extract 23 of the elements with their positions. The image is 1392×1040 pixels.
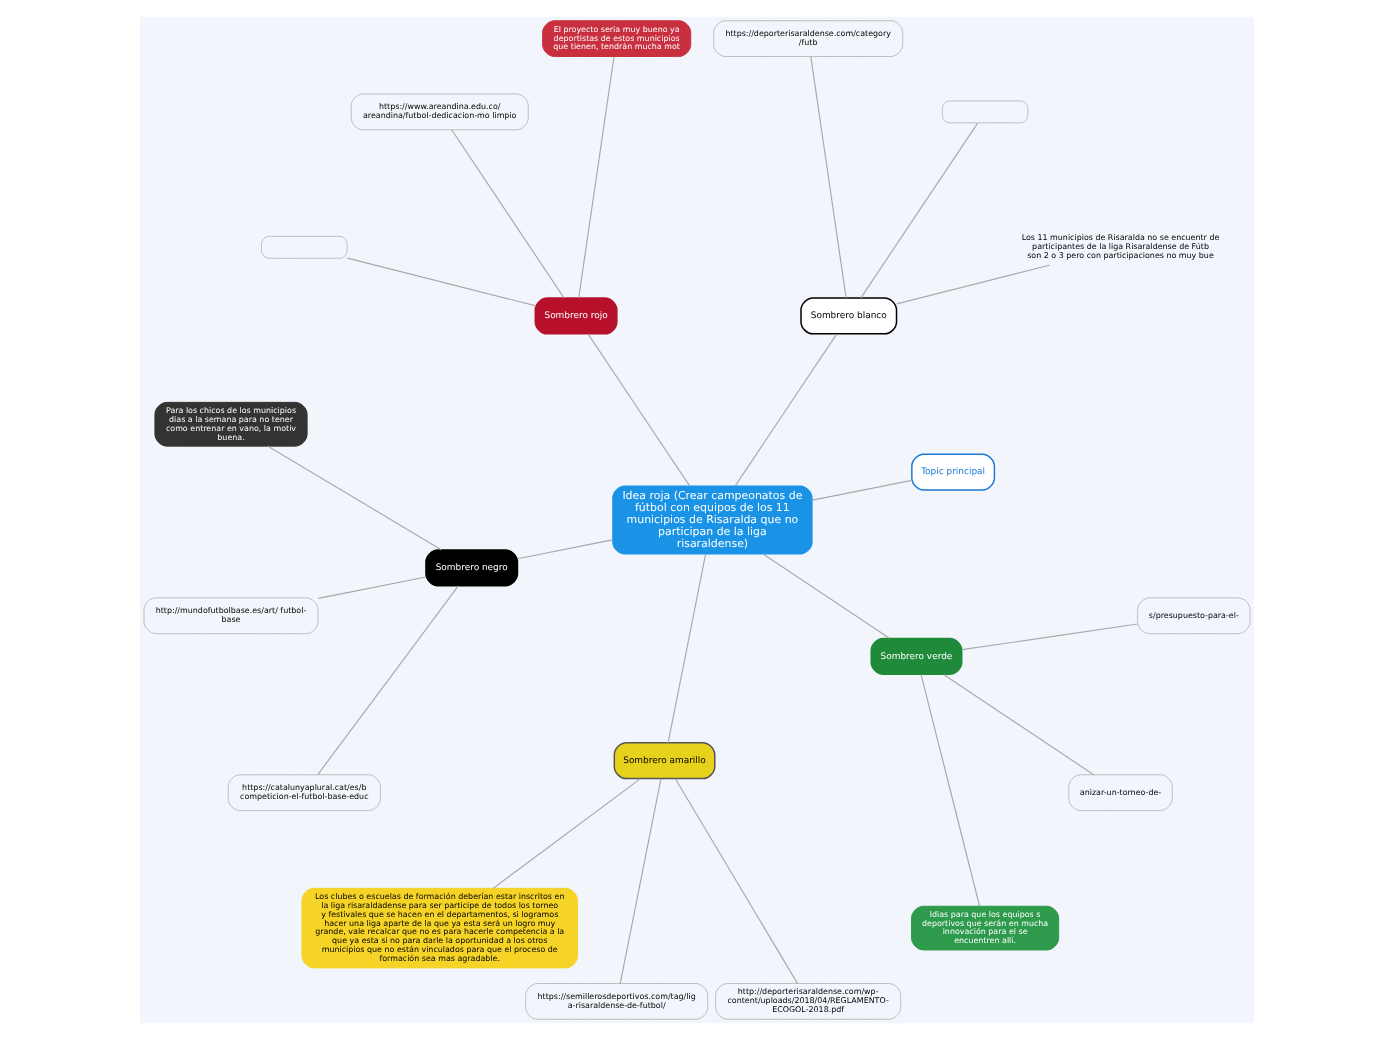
connector [316,585,458,776]
connector [810,479,912,501]
connector [859,122,978,299]
connector [895,264,1050,305]
connector [761,553,890,639]
connector [586,333,690,487]
connector [618,778,661,984]
connector [673,778,798,984]
node-box [260,235,347,259]
connector [491,778,641,889]
connector [733,333,837,487]
connector [666,553,706,744]
connector [316,576,426,600]
connector [941,673,1094,776]
connector [919,674,980,907]
connector [516,539,613,560]
connector [960,623,1137,651]
connector [266,445,441,551]
node-box [940,100,1028,124]
connector [345,257,535,307]
connector [809,56,846,299]
connector [450,129,564,299]
connector [577,56,614,299]
